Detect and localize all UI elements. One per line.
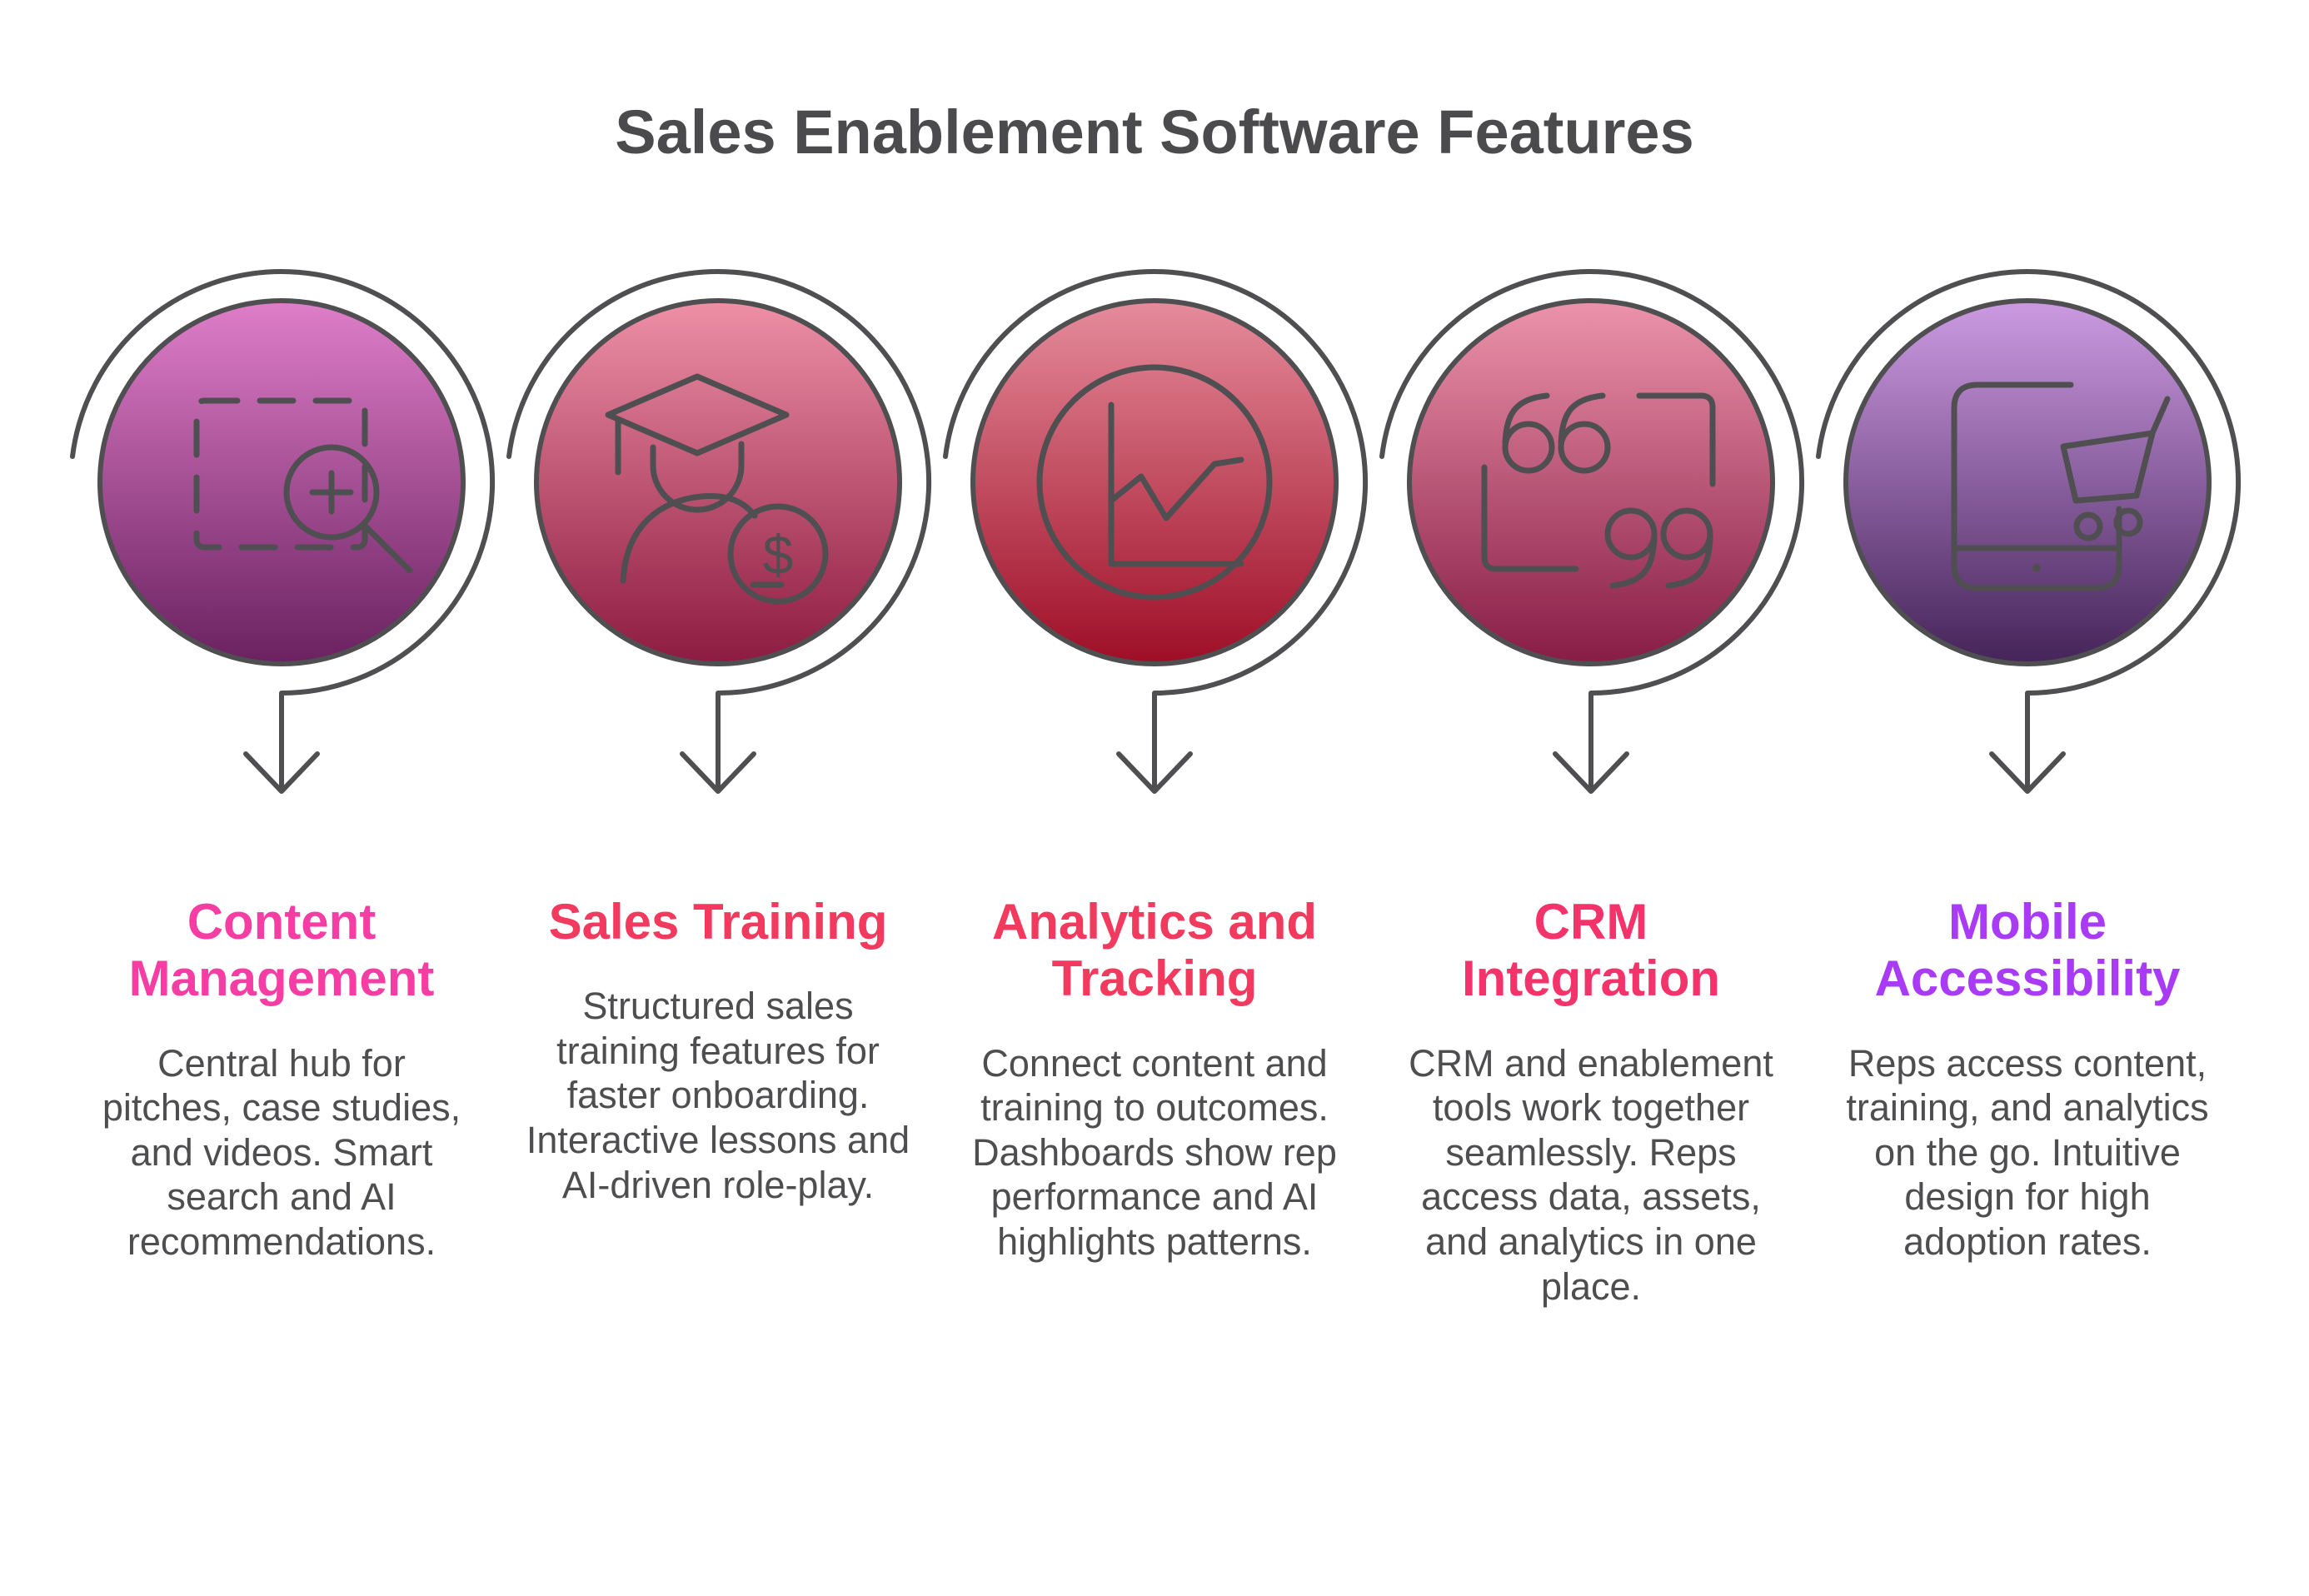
down-arrow-icon xyxy=(680,751,756,794)
feature-title: Sales Training xyxy=(548,894,888,950)
feature-column-analytics-tracking: Analytics and Tracking Connect content a… xyxy=(936,207,1373,1309)
feature-column-crm-integration: CRM Integration CRM and enablement tools… xyxy=(1373,207,1809,1309)
feature-column-content-management: Content Management Central hub for pitch… xyxy=(63,207,500,1309)
line-chart-icon xyxy=(1036,364,1273,601)
ring-icon xyxy=(70,269,496,793)
feature-title: Content Management xyxy=(128,894,435,1007)
feature-description: Central hub for pitches, case studies, a… xyxy=(102,1041,461,1263)
feature-art xyxy=(943,269,1369,794)
page-title: Sales Enablement Software Features xyxy=(615,97,1694,167)
gradient-circle xyxy=(1407,298,1775,666)
down-arrow-icon xyxy=(243,751,320,794)
ring-icon xyxy=(1816,269,2242,793)
feature-art xyxy=(1816,269,2242,794)
gradient-circle xyxy=(970,298,1339,666)
down-arrow-icon xyxy=(1116,751,1193,794)
content-search-icon xyxy=(193,397,413,574)
feature-column-mobile-accessibility: Mobile Accessibility Reps access content… xyxy=(1809,207,2246,1309)
infographic: { "title": "Sales Enablement Software Fe… xyxy=(0,97,2309,1596)
feature-title: Analytics and Tracking xyxy=(991,894,1318,1007)
down-arrow-icon xyxy=(1553,751,1629,794)
feature-description: Connect content and training to outcomes… xyxy=(972,1041,1337,1263)
feature-description: Structured sales training features for f… xyxy=(526,985,910,1206)
gradient-circle xyxy=(1843,298,2212,666)
feature-art xyxy=(1379,269,1805,794)
feature-art: $ xyxy=(506,269,932,794)
feature-title: Mobile Accessibility xyxy=(1874,894,2181,1007)
feature-column-sales-training: $ Sales Training Structured sales traini… xyxy=(500,207,936,1309)
graduate-dollar-icon: $ xyxy=(605,373,829,605)
feature-description: Reps access content, training, and analy… xyxy=(1846,1041,2209,1263)
gradient-circle xyxy=(97,298,466,666)
ring-icon xyxy=(506,269,932,793)
down-arrow-icon xyxy=(1989,751,2066,794)
feature-art xyxy=(70,269,496,794)
features-row: Content Management Central hub for pitch… xyxy=(0,207,2309,1309)
ring-icon xyxy=(1379,269,1805,793)
feature-title: CRM Integration xyxy=(1462,894,1720,1007)
feature-description: CRM and enablement tools work together s… xyxy=(1409,1041,1773,1308)
gradient-circle xyxy=(534,298,902,666)
svg-text:$: $ xyxy=(763,524,794,586)
phone-cart-icon xyxy=(1951,382,2171,591)
quotation-marks-icon xyxy=(1481,392,1716,589)
ring-icon xyxy=(943,269,1369,793)
